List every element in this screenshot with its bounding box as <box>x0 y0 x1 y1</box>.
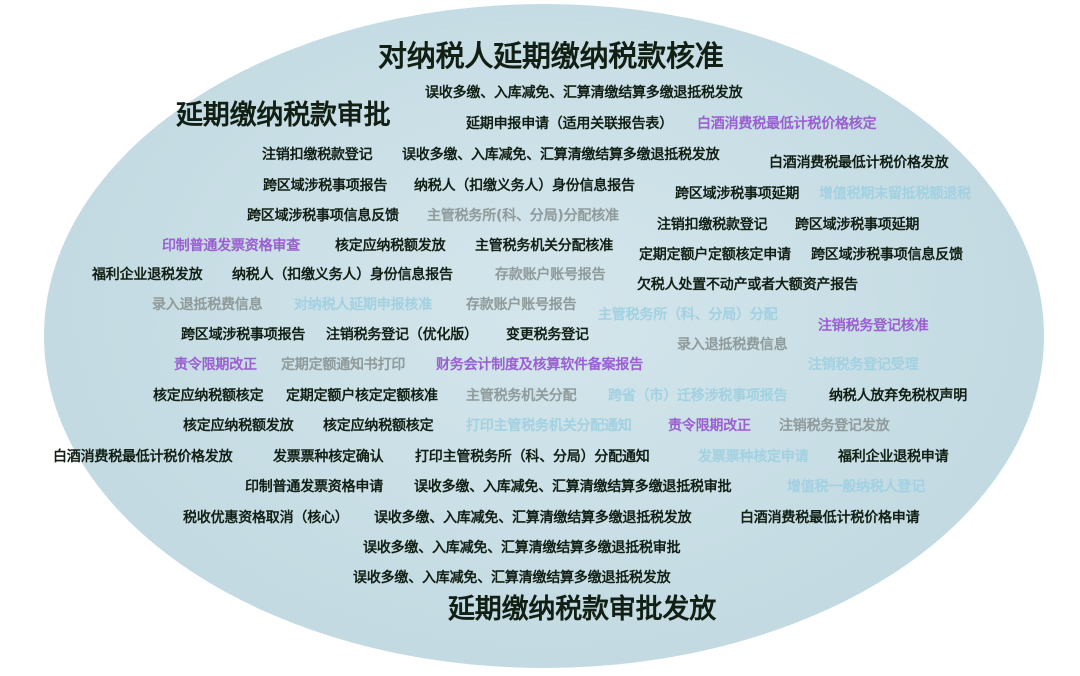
word-8: 跨区域涉税事项报告 <box>263 178 388 194</box>
word-37: 注销税务登记受理 <box>808 357 919 373</box>
word-53: 印制普通发票资格申请 <box>245 479 383 495</box>
word-31: 注销税务登记（优化版） <box>326 327 478 343</box>
word-24: 欠税人处置不动产或者大额资产报告 <box>637 277 858 293</box>
word-38: 核定应纳税额核定 <box>153 388 264 404</box>
word-52: 福利企业退税申请 <box>838 449 949 465</box>
word-13: 主管税务所(科、分局)分配核准 <box>427 208 619 224</box>
word-55: 增值税一般纳税人登记 <box>787 479 925 495</box>
word-10: 跨区域涉税事项延期 <box>675 186 800 202</box>
word-32: 变更税务登记 <box>506 327 589 343</box>
word-21: 福利企业退税发放 <box>92 267 203 283</box>
word-51: 发票票种核定申请 <box>698 449 809 465</box>
word-34: 责令限期改正 <box>174 357 257 373</box>
word-7: 白酒消费税最低计税价格发放 <box>769 155 949 171</box>
word-58: 白酒消费税最低计税价格申请 <box>740 510 920 526</box>
word-14: 注销扣缴税款登记 <box>657 217 768 233</box>
word-54: 误收多缴、入库减免、汇算清缴结算多缴退抵税审批 <box>414 479 732 495</box>
word-18: 主管税务机关分配核准 <box>475 238 613 254</box>
word-4: 白酒消费税最低计税价格核定 <box>697 116 877 132</box>
word-28: 主管税务所（科、分局）分配 <box>598 307 778 323</box>
word-36: 财务会计制度及核算软件备案报告 <box>436 357 643 373</box>
word-12: 跨区域涉税事项信息反馈 <box>247 208 399 224</box>
word-49: 发票票种核定确认 <box>273 449 384 465</box>
word-48: 白酒消费税最低计税价格发放 <box>53 449 233 465</box>
word-2: 延期缴纳税款审批 <box>176 100 391 131</box>
word-cloud-background <box>44 4 1044 668</box>
word-61: 延期缴纳税款审批发放 <box>448 594 716 625</box>
word-40: 主管税务机关分配 <box>466 388 577 404</box>
word-30: 跨区域涉税事项报告 <box>181 327 306 343</box>
word-22: 纳税人（扣缴义务人）身份信息报告 <box>232 267 453 283</box>
word-59: 误收多缴、入库减免、汇算清缴结算多缴退抵税审批 <box>363 540 681 556</box>
word-29: 注销税务登记核准 <box>818 318 929 334</box>
word-19: 定期定额户定额核定申请 <box>639 247 791 263</box>
word-17: 核定应纳税额发放 <box>335 238 446 254</box>
word-25: 录入退抵税费信息 <box>152 297 263 313</box>
word-43: 核定应纳税额发放 <box>183 418 294 434</box>
word-33: 录入退抵税费信息 <box>677 337 788 353</box>
word-9: 纳税人（扣缴义务人）身份信息报告 <box>414 178 635 194</box>
word-5: 注销扣缴税款登记 <box>262 147 373 163</box>
word-50: 打印主管税务所（科、分局）分配通知 <box>415 449 650 465</box>
word-42: 纳税人放弃免税权声明 <box>829 388 967 404</box>
word-39: 定期定额户核定定额核准 <box>286 388 438 404</box>
word-47: 注销税务登记发放 <box>779 418 890 434</box>
word-45: 打印主管税务机关分配通知 <box>466 418 632 434</box>
word-35: 定期定额通知书打印 <box>281 357 406 373</box>
word-57: 误收多缴、入库减免、汇算清缴结算多缴退抵税发放 <box>374 510 692 526</box>
word-23: 存款账户账号报告 <box>495 267 606 283</box>
word-26: 对纳税人延期申报核准 <box>294 297 432 313</box>
word-56: 税收优惠资格取消（核心） <box>183 510 349 526</box>
word-16: 印制普通发票资格审查 <box>162 238 300 254</box>
word-6: 误收多缴、入库减免、汇算清缴结算多缴退抵税发放 <box>402 147 720 163</box>
word-44: 核定应纳税额核定 <box>323 418 434 434</box>
word-60: 误收多缴、入库减免、汇算清缴结算多缴退抵税发放 <box>353 570 671 586</box>
word-27: 存款账户账号报告 <box>466 297 577 313</box>
word-20: 跨区域涉税事项信息反馈 <box>811 247 963 263</box>
word-41: 跨省（市）迁移涉税事项报告 <box>608 388 788 404</box>
word-3: 延期申报申请（适用关联报告表） <box>466 116 673 132</box>
word-15: 跨区域涉税事项延期 <box>795 217 920 233</box>
word-46: 责令限期改正 <box>668 418 751 434</box>
word-0: 对纳税人延期缴纳税款核准 <box>378 39 724 73</box>
word-1: 误收多缴、入库减免、汇算清缴结算多缴退抵税发放 <box>425 85 743 101</box>
word-11: 增值税期末留抵税额退税 <box>819 186 971 202</box>
